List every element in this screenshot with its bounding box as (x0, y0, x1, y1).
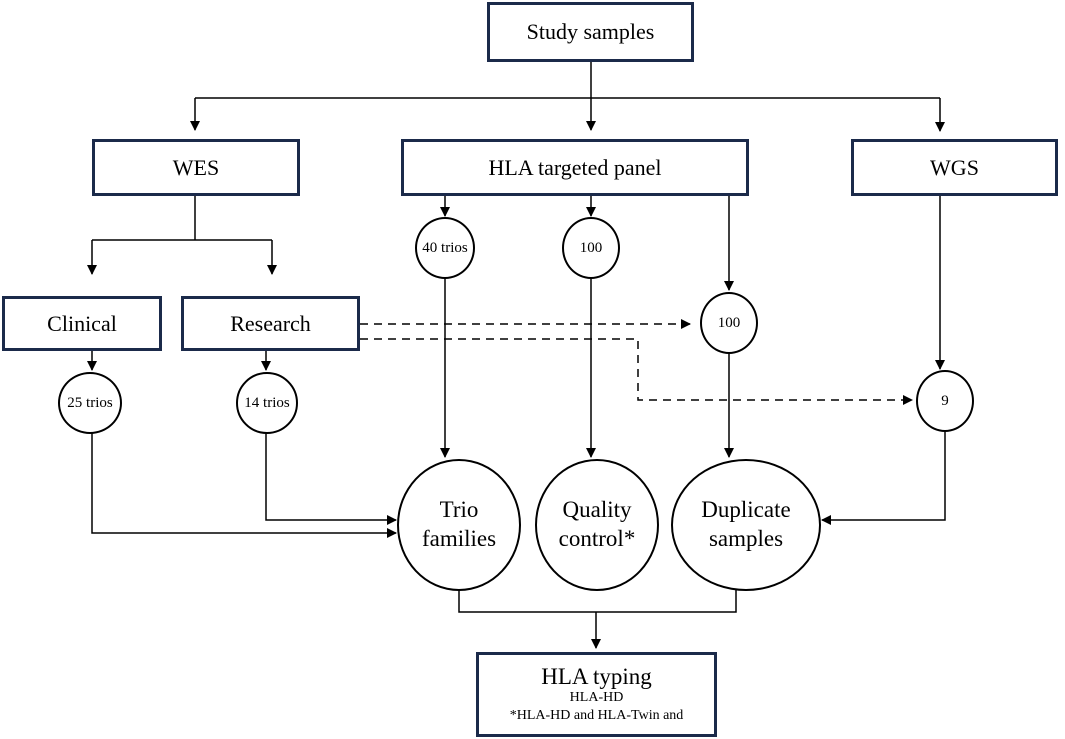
connector-9-to-dup (821, 432, 946, 525)
count-label-panel-qc: 100 (579, 239, 603, 256)
trio-families-label: Trio families (421, 497, 497, 551)
research-label: Research (230, 310, 311, 336)
hla-typing-title: HLA typing (541, 663, 652, 689)
connector-25-to-trio (91, 433, 397, 538)
count-label-panel-trios: 40 trios (422, 239, 468, 256)
hla-typing-box: HLA typing HLA-HD *HLA-HD and HLA-Twin a… (476, 652, 717, 737)
clinical-label: Clinical (47, 310, 117, 336)
quality-control-circle: Quality control* (535, 459, 659, 591)
count-circle-wgs: 9 (916, 370, 974, 432)
wgs-label: WGS (930, 154, 979, 180)
clinical-box: Clinical (2, 296, 162, 351)
connector-merge-outcomes (458, 590, 737, 613)
research-box: Research (181, 296, 360, 351)
duplicate-samples-circle: Duplicate samples (671, 459, 821, 591)
trio-families-circle: Trio families (397, 459, 521, 591)
count-circle-research: 14 trios (236, 372, 298, 434)
wes-box: WES (92, 139, 300, 196)
hla-typing-note: *HLA-HD and HLA-Twin and (509, 707, 684, 723)
count-label-research: 14 trios (244, 394, 290, 411)
duplicate-samples-label: Duplicate samples (701, 497, 791, 551)
hla-typing-tool: HLA-HD (569, 690, 624, 706)
quality-control-label: Quality control* (558, 497, 636, 551)
wes-label: WES (172, 154, 220, 180)
count-circle-panel-dup: 100 (700, 292, 758, 354)
count-circle-clinical: 25 trios (58, 372, 122, 434)
dashed-research-to-9 (360, 338, 913, 405)
study-samples-box: Study samples (487, 2, 694, 62)
hla-panel-label: HLA targeted panel (488, 154, 662, 180)
wgs-box: WGS (851, 139, 1058, 196)
count-label-panel-dup: 100 (717, 314, 741, 331)
study-samples-label: Study samples (526, 19, 655, 44)
connector-14-to-trio (265, 433, 397, 525)
count-label-clinical: 25 trios (67, 394, 113, 411)
count-label-wgs: 9 (941, 392, 949, 409)
hla-panel-box: HLA targeted panel (401, 139, 749, 196)
count-circle-panel-qc: 100 (562, 217, 620, 279)
count-circle-panel-trios: 40 trios (415, 217, 475, 279)
